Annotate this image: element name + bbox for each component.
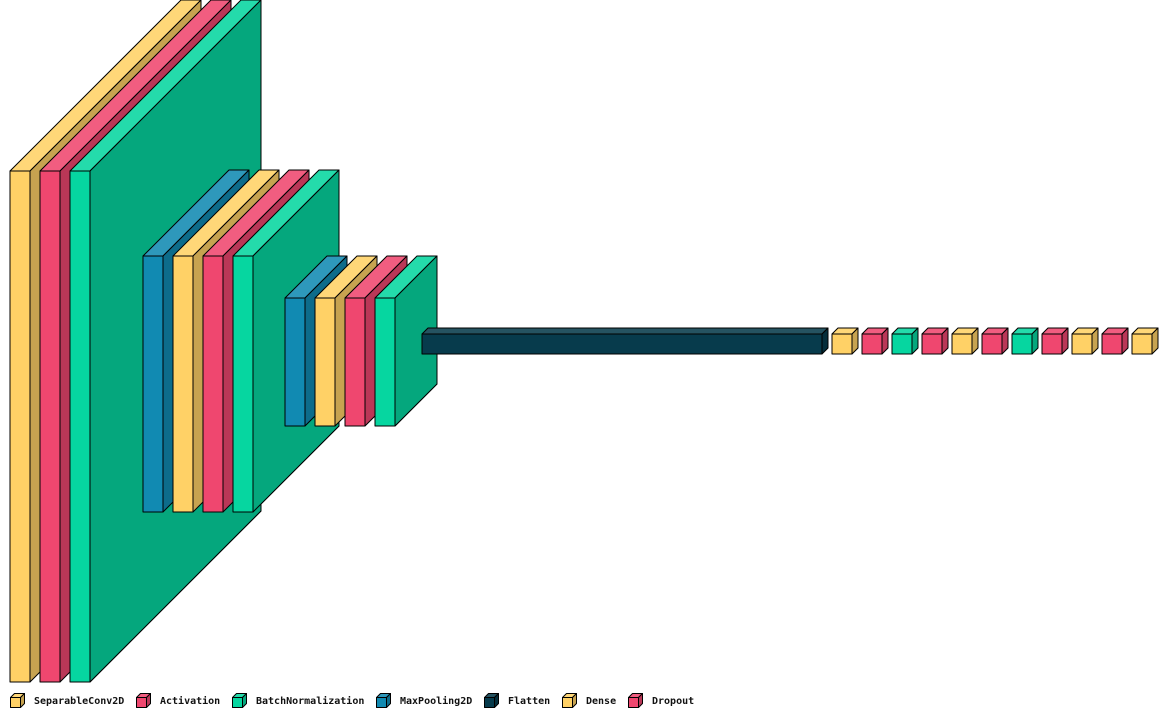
legend-cube-flatten bbox=[484, 693, 499, 708]
legend-cube-flatten-front bbox=[484, 697, 495, 708]
legend-label-activation: Activation bbox=[160, 695, 221, 707]
layer-19-batch-normalization-front bbox=[1011, 333, 1033, 355]
legend-label-dropout: Dropout bbox=[652, 695, 695, 707]
layer-6-activation-front bbox=[202, 255, 224, 513]
legend-item-dropout: Dropout bbox=[627, 690, 694, 712]
layer-13-dense bbox=[831, 327, 859, 355]
layer-12-flatten bbox=[421, 327, 829, 355]
legend-cube-dense-front bbox=[562, 697, 573, 708]
layer-20-dropout bbox=[1041, 327, 1069, 355]
legend-cube-activation bbox=[136, 693, 151, 708]
layer-4-max-pooling2d-front bbox=[142, 255, 164, 513]
layer-9-separable-conv2d-front bbox=[314, 297, 336, 427]
layer-16-dropout bbox=[921, 327, 949, 355]
legend-item-flatten: Flatten bbox=[483, 690, 550, 712]
layer-21-dense-front bbox=[1071, 333, 1093, 355]
legend-cube-batch-normalization bbox=[232, 693, 247, 708]
legend-cube-max-pooling2d bbox=[376, 693, 391, 708]
legend-label-max-pooling2d: MaxPooling2D bbox=[400, 695, 473, 707]
legend-swatch-separable-conv2d bbox=[10, 693, 25, 708]
layer-18-activation bbox=[981, 327, 1009, 355]
layer-22-dropout-front bbox=[1101, 333, 1123, 355]
layer-11-batch-normalization-front bbox=[374, 297, 396, 427]
layer-3-batch-normalization-front bbox=[69, 170, 91, 683]
layer-11-batch-normalization bbox=[374, 255, 438, 427]
layer-5-separable-conv2d-front bbox=[172, 255, 194, 513]
legend-cube-activation-front bbox=[136, 697, 147, 708]
legend-cube-batch-normalization-front bbox=[232, 697, 243, 708]
legend-swatch-batch-normalization bbox=[232, 693, 247, 708]
layer-19-batch-normalization bbox=[1011, 327, 1039, 355]
layer-16-dropout-front bbox=[921, 333, 943, 355]
legend-item-activation: Activation bbox=[135, 690, 220, 712]
layer-12-flatten-front bbox=[421, 333, 823, 355]
layer-12-flatten-top bbox=[421, 327, 829, 335]
legend-cube-dropout-front bbox=[628, 697, 639, 708]
layer-22-dropout bbox=[1101, 327, 1129, 355]
layer-15-batch-normalization bbox=[891, 327, 919, 355]
legend-label-batch-normalization: BatchNormalization bbox=[256, 695, 365, 707]
legend-item-max-pooling2d: MaxPooling2D bbox=[375, 690, 472, 712]
legend-cube-dropout bbox=[628, 693, 643, 708]
legend-swatch-flatten bbox=[484, 693, 499, 708]
layer-20-dropout-front bbox=[1041, 333, 1063, 355]
legend-item-separable-conv2d: SeparableConv2D bbox=[9, 690, 124, 712]
layer-18-activation-front bbox=[981, 333, 1003, 355]
layer-13-dense-front bbox=[831, 333, 853, 355]
layer-23-dense bbox=[1131, 327, 1159, 355]
legend-label-dense: Dense bbox=[586, 695, 617, 707]
legend-label-flatten: Flatten bbox=[508, 695, 551, 707]
layer-8-max-pooling2d-front bbox=[284, 297, 306, 427]
layer-15-batch-normalization-front bbox=[891, 333, 913, 355]
layer-2-activation-front bbox=[39, 170, 61, 683]
layer-1-separable-conv2d-front bbox=[9, 170, 31, 683]
layer-23-dense-front bbox=[1131, 333, 1153, 355]
legend-swatch-activation bbox=[136, 693, 151, 708]
legend-swatch-dropout bbox=[628, 693, 643, 708]
legend-item-batch-normalization: BatchNormalization bbox=[231, 690, 364, 712]
layer-17-dense-front bbox=[951, 333, 973, 355]
legend-label-separable-conv2d: SeparableConv2D bbox=[34, 695, 125, 707]
layer-17-dense bbox=[951, 327, 979, 355]
legend-cube-separable-conv2d-front bbox=[10, 697, 21, 708]
layer-21-dense bbox=[1071, 327, 1099, 355]
model-architecture-diagram bbox=[9, 0, 1159, 683]
legend: SeparableConv2D Activation BatchNormaliz… bbox=[0, 690, 1169, 712]
legend-swatch-max-pooling2d bbox=[376, 693, 391, 708]
layer-7-batch-normalization-front bbox=[232, 255, 254, 513]
legend-cube-max-pooling2d-front bbox=[376, 697, 387, 708]
legend-cube-separable-conv2d bbox=[10, 693, 25, 708]
layer-blocks bbox=[9, 0, 1159, 683]
layer-14-activation bbox=[861, 327, 889, 355]
legend-item-dense: Dense bbox=[561, 690, 616, 712]
layer-14-activation-front bbox=[861, 333, 883, 355]
legend-cube-dense bbox=[562, 693, 577, 708]
legend-swatch-dense bbox=[562, 693, 577, 708]
layer-10-activation-front bbox=[344, 297, 366, 427]
